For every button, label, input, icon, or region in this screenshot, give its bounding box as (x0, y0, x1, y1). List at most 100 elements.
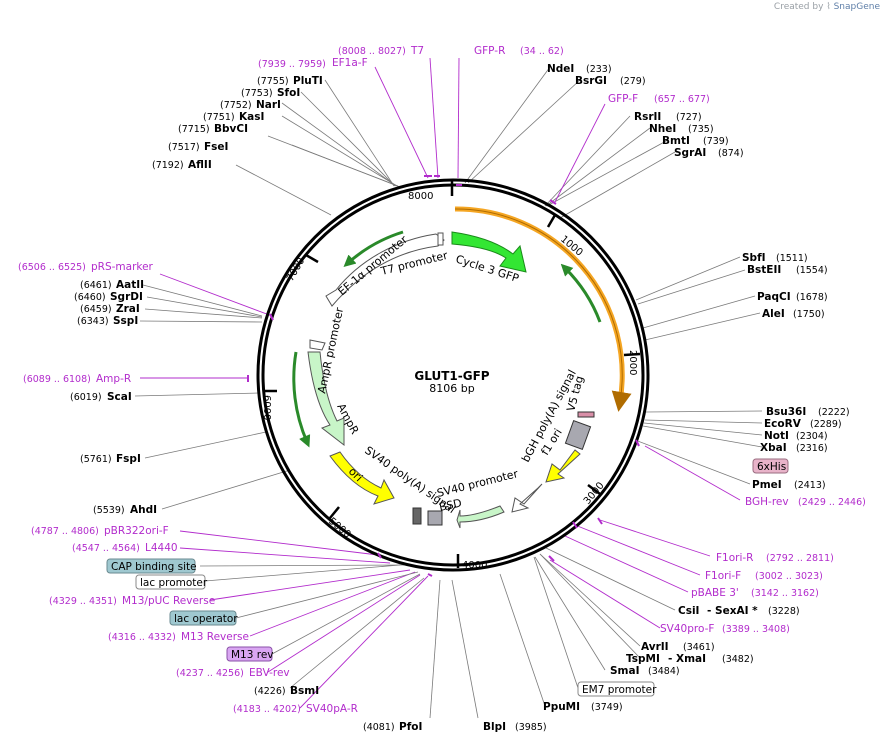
enzyme-ndei: NdeI (547, 63, 574, 75)
em7-promoter-box (577, 681, 655, 697)
tick-label: 6000 (261, 395, 272, 420)
plasmid-size: 8106 bp (429, 382, 474, 395)
enzyme-pfoi: PfoI (399, 721, 422, 733)
primer-ampr-pos: (6089 .. 6108) (23, 374, 91, 385)
snapgene-logo-icon: ⌇ (826, 2, 831, 12)
enzyme-bsu36i: Bsu36I (766, 406, 806, 418)
enzyme-bbvci: BbvCI (214, 123, 248, 135)
label-sv40-promoter: SV40 promoter (436, 467, 520, 500)
primer-l4440-pos: (4547 .. 4564) (72, 543, 140, 554)
feature-v5-tag (577, 411, 595, 418)
primer-l4440: L4440 (145, 542, 178, 554)
primer-t7-pos: (8008 .. 8027) (338, 46, 406, 57)
primer-gfpr: GFP-R (474, 45, 505, 57)
primer-sv40par: SV40pA-R (306, 703, 358, 715)
enzyme-blpi-pos: (3985) (515, 722, 547, 733)
primer-f1orif: F1ori-F (705, 570, 741, 582)
feature-sv40-promoter (511, 483, 543, 513)
enzyme-scai: ScaI (107, 391, 132, 403)
enzyme-noti-pos: (2304) (796, 431, 828, 442)
feature-ori (329, 451, 395, 505)
enzyme-bsu36i-pos: (2222) (818, 407, 850, 418)
enzyme-smai: SmaI (610, 665, 640, 677)
feature-bgh-polya (564, 420, 592, 450)
enzyme-bsrgi: BsrGI (575, 75, 607, 87)
enzyme-fsei-pos: (7517) (168, 142, 200, 153)
primer-gfpf-pos: (657 .. 677) (654, 94, 710, 105)
primer-ampr: Amp-R (96, 373, 131, 385)
tick-marks (263, 180, 641, 568)
enzyme-noti: NotI (764, 430, 789, 442)
feature-f1-ori (545, 449, 581, 483)
enzyme-nari: NarI (256, 99, 281, 111)
primer-bghrev: BGH-rev (745, 496, 789, 508)
enzyme-pfoi-pos: (4081) (363, 722, 395, 733)
primer-m13puc-pos: (4329 .. 4351) (49, 596, 117, 607)
enzyme-bsrgi-pos: (279) (620, 76, 646, 87)
enzyme-bmti: BmtI (662, 135, 690, 147)
feature-sv40-polya-box (427, 510, 443, 526)
label-ampr-promoter: AmpR promoter (315, 306, 346, 395)
enzyme-pmei-pos: (2413) (794, 480, 826, 491)
enzyme-nhei: NheI (649, 123, 676, 135)
primer-pbabe3-pos: (3142 .. 3162) (751, 588, 819, 599)
orf-orange-arc-edge (454, 208, 623, 403)
enzyme-nari-pos: (7752) (220, 100, 252, 111)
plasmid-name: GLUT1-GFP (414, 369, 489, 383)
primer-prsmarker: pRS-marker (91, 261, 154, 273)
enzyme-sgrdi-pos: (6460) (74, 292, 106, 303)
enzyme-sfoi-pos: (7753) (241, 88, 273, 99)
enzyme-ppumi: PpuMI (543, 701, 580, 713)
enzyme-fspi: FspI (116, 453, 141, 465)
enzyme-pmei: PmeI (752, 479, 782, 491)
enzyme-aatii-pos: (6461) (80, 280, 112, 291)
feature-ef1a-promoter (325, 233, 445, 307)
enzyme-tspmi-pos: (3482) (722, 654, 754, 665)
enzyme-fspi-pos: (5761) (80, 454, 112, 465)
tick-label: 8000 (408, 191, 433, 202)
feature-lac-operator: lac operator (174, 613, 238, 625)
enzyme-sgrai-pos: (874) (718, 148, 744, 159)
feature-m13rev-box: M13 rev (231, 649, 274, 661)
primer-leader-lines (140, 57, 741, 709)
primer-m13rev: M13 Reverse (181, 631, 249, 643)
primer-site-marks (247, 175, 640, 577)
feature-sv40-polya (412, 507, 422, 525)
green-arc-ef1a (343, 230, 404, 267)
primer-bghrev-pos: (2429 .. 2446) (798, 497, 866, 508)
enzyme-ahdi: AhdI (130, 504, 157, 516)
enzyme-aflii: AflII (188, 159, 212, 171)
feature-em7-promoter: EM7 promoter (582, 684, 657, 696)
enzyme-sbfi: SbfI (742, 252, 766, 264)
primer-f1orir-pos: (2792 .. 2811) (766, 553, 834, 564)
enzyme-kasi-pos: (7751) (203, 112, 235, 123)
enzyme-ahdi-pos: (5539) (93, 505, 125, 516)
enzyme-bsteii-pos: (1554) (796, 265, 828, 276)
enzyme-bsteii: BstEII (747, 264, 781, 276)
enzyme-rsrii-pos: (727) (676, 112, 702, 123)
enzyme-avrii-pos: (3461) (683, 642, 715, 653)
primer-t7: T7 (410, 45, 424, 57)
green-arc-ampr (292, 351, 311, 448)
feature-6xhis-label: 6xHis (757, 461, 786, 473)
primer-pbabe3: pBABE 3' (691, 587, 739, 599)
feature-bsd (456, 505, 505, 529)
enzyme-aatii: AatII (116, 279, 144, 291)
enzyme-zrai: ZraI (116, 303, 140, 315)
enzyme-sfoi: SfoI (277, 87, 300, 99)
m13-rev-box (226, 646, 273, 662)
primer-m13puc: M13/pUC Reverse (122, 595, 215, 607)
enzyme-ndei-pos: (233) (586, 64, 612, 75)
enzyme-smai-pos: (3484) (648, 666, 680, 677)
green-arc-gfp (560, 263, 602, 323)
enzyme-ecorv: EcoRV (764, 418, 802, 430)
enzyme-nhei-pos: (735) (688, 124, 714, 135)
primer-sv40prof-pos: (3389 .. 3408) (722, 624, 790, 635)
primer-ef1af-pos: (7939 .. 7959) (258, 59, 326, 70)
enzyme-bsmi-pos: (4226) (254, 686, 286, 697)
primer-m13rev-pos: (4316 .. 4332) (108, 632, 176, 643)
enzyme-rsrii: RsrII (634, 111, 661, 123)
enzyme-xmai: - XmaI (668, 653, 706, 665)
primer-ebvrev-pos: (4237 .. 4256) (176, 668, 244, 679)
